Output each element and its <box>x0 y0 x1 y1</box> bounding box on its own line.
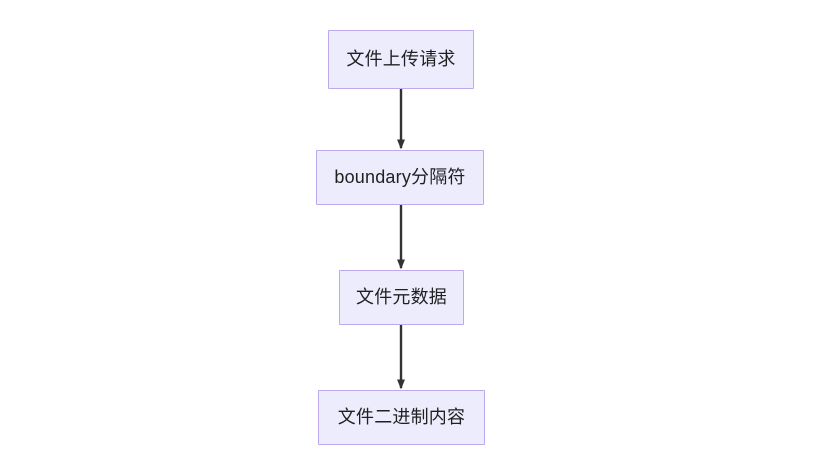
node-file-metadata-label: 文件元数据 <box>356 286 447 307</box>
node-boundary-label: boundary分隔符 <box>334 166 466 187</box>
node-upload-request-label: 文件上传请求 <box>346 48 456 69</box>
node-file-binary[interactable]: 文件二进制内容 <box>318 390 485 445</box>
node-file-metadata[interactable]: 文件元数据 <box>339 270 464 325</box>
node-file-binary-label: 文件二进制内容 <box>337 406 466 427</box>
node-boundary[interactable]: boundary分隔符 <box>316 150 484 205</box>
node-upload-request[interactable]: 文件上传请求 <box>328 30 474 89</box>
